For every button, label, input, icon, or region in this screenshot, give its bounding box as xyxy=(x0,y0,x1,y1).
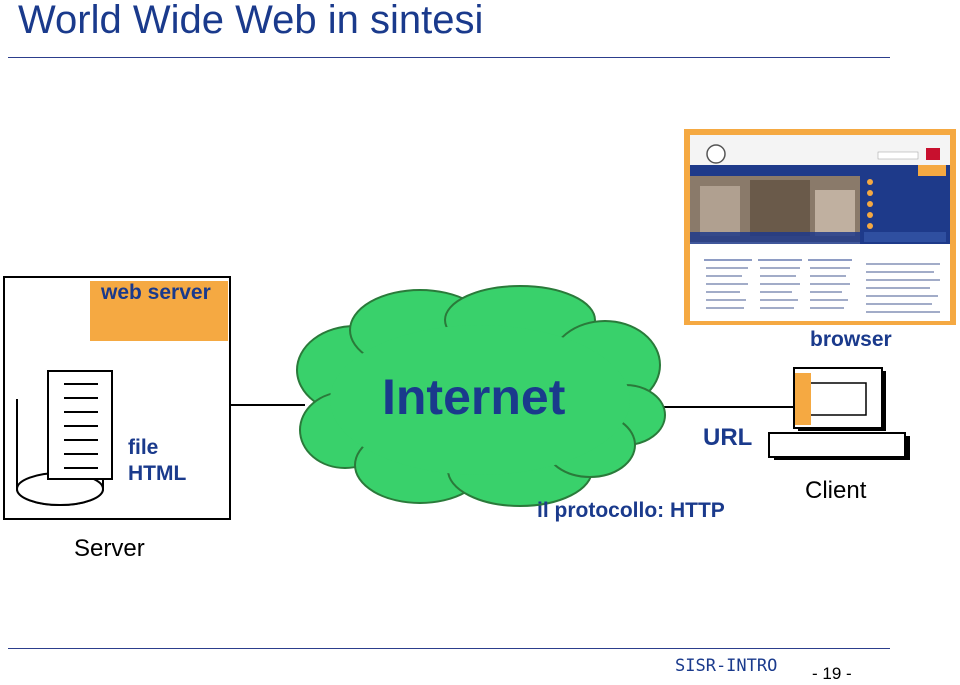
web-server-label: web server xyxy=(101,281,211,304)
file-html-label-line1: file xyxy=(128,436,159,459)
html-document-icon xyxy=(47,370,113,480)
client-caption: Client xyxy=(805,477,867,504)
footer-course-label: SISR-INTRO xyxy=(675,656,778,676)
footer-divider xyxy=(8,648,890,649)
title-divider xyxy=(8,57,890,58)
file-html-label-line2: HTML xyxy=(128,462,187,485)
browser-window-accent xyxy=(795,373,811,425)
browser-label: browser xyxy=(810,328,892,351)
http-protocol-label: il protocollo: HTTP xyxy=(537,499,725,522)
server-caption: Server xyxy=(74,535,145,562)
page-number: - 19 - xyxy=(812,664,852,683)
url-label: URL xyxy=(703,424,753,451)
slide-title: World Wide Web in sintesi xyxy=(18,0,484,42)
university-seal-icon xyxy=(706,144,726,164)
internet-cloud xyxy=(296,285,666,507)
client-computer-icon xyxy=(768,367,910,460)
browser-screenshot xyxy=(684,129,956,325)
internet-label: Internet xyxy=(382,369,566,425)
web-server-label-bg xyxy=(90,281,228,341)
